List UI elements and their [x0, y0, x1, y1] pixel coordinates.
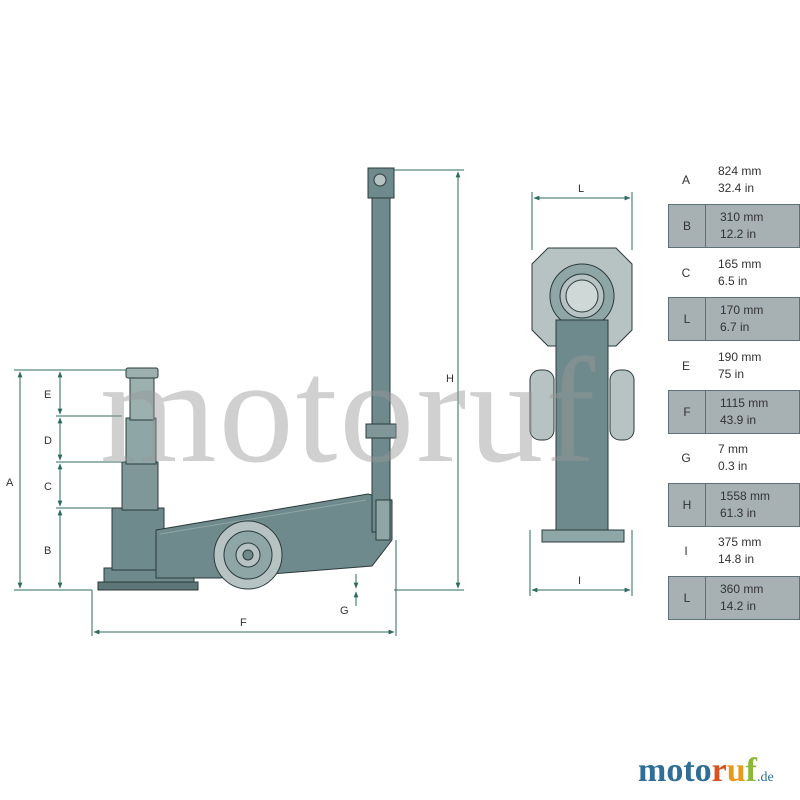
spec-mm: 375 mm [718, 535, 762, 550]
dim-label-e: E [44, 389, 51, 401]
spec-in: 75 in [718, 366, 745, 381]
spec-mm: 824 mm [718, 164, 762, 178]
spec-letter: G [681, 451, 691, 466]
spec-letter: F [669, 391, 706, 433]
spec-in: 61.3 in [720, 505, 757, 520]
spec-in: 12.2 in [720, 227, 757, 242]
side-dimensions [14, 169, 464, 636]
spec-mm: 190 mm [718, 349, 762, 364]
watermark: motoruf [100, 328, 598, 494]
spec-row: C 165 mm 6.5 in [668, 251, 800, 295]
front-wheel-left [529, 369, 555, 441]
spec-in: 6.5 in [718, 273, 748, 288]
spec-in: 32.4 in [718, 181, 755, 195]
spec-letter: L [669, 576, 706, 619]
dim-label-i: I [578, 575, 581, 587]
dim-label-g: G [340, 605, 349, 617]
side-view [97, 167, 397, 591]
dim-label-b: B [44, 545, 51, 557]
spec-in: 14.2 in [720, 598, 757, 613]
dim-label-c: C [44, 481, 52, 493]
spec-row: E 190 mm 75 in [668, 344, 800, 388]
spec-mm: 7 mm [718, 442, 748, 457]
dim-label-h: H [446, 373, 454, 385]
spec-letter: A [681, 173, 690, 187]
spec-in: 0.3 in [718, 459, 748, 474]
saddle [125, 367, 159, 379]
main-cylinder [111, 507, 165, 571]
dim-label-l: L [578, 183, 584, 195]
motoruf-logo: motoruf.de [638, 752, 774, 789]
spec-mm: 1558 mm [720, 488, 771, 503]
dim-label-f: F [240, 617, 247, 629]
front-view [529, 247, 635, 543]
spec-in: 14.8 in [718, 552, 755, 567]
front-dimension-labels: L I [578, 183, 584, 587]
front-body [555, 319, 609, 531]
spec-in: 6.7 in [720, 320, 750, 335]
spec-row: A 824 mm 32.4 in [668, 158, 800, 202]
spec-mm: 1115 mm [720, 396, 769, 410]
spec-mm: 165 mm [718, 256, 762, 271]
front-dimensions [529, 192, 633, 596]
dim-label-a: A [6, 477, 14, 489]
spec-row: B 310 mm 12.2 in [668, 204, 800, 249]
spec-row: L 360 mm 14.2 in [668, 575, 800, 620]
spec-letter: B [669, 205, 706, 248]
side-dimension-labels: A E D C B H F G [6, 373, 454, 629]
spec-in: 43.9 in [720, 413, 757, 427]
spec-letter: H [669, 483, 706, 526]
spec-row: I 375 mm 14.8 in [668, 529, 800, 573]
spec-letter: C [681, 265, 691, 280]
front-wheel-right [609, 369, 635, 441]
spec-row: G 7 mm 0.3 in [668, 436, 800, 480]
spec-mm: 310 mm [720, 210, 764, 225]
spec-row: F 1115 mm 43.9 in [668, 390, 800, 434]
spec-letter: E [681, 358, 690, 373]
spec-letter: L [669, 298, 706, 341]
spec-row: L 170 mm 6.7 in [668, 297, 800, 342]
spec-mm: 360 mm [720, 581, 764, 596]
spec-row: H 1558 mm 61.3 in [668, 482, 800, 527]
spec-letter: I [684, 544, 688, 559]
dim-label-d: D [44, 435, 52, 447]
spec-mm: 170 mm [720, 303, 764, 318]
